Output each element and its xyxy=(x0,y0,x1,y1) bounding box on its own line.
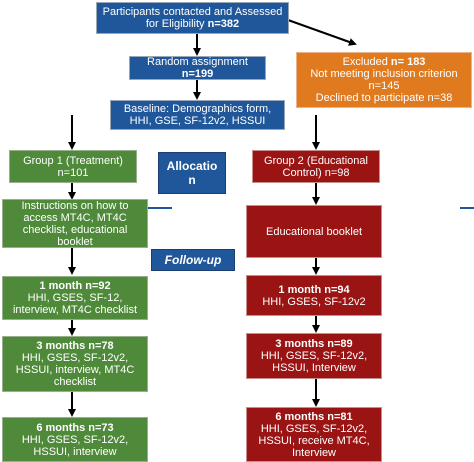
group2-intervention-box: Educational booklet xyxy=(246,205,382,258)
eligibility-line2: for Eligibility n=382 xyxy=(146,18,239,30)
arrow-eligibility-to-excluded xyxy=(287,19,357,46)
excluded-count: n= 183 xyxy=(390,56,426,68)
baseline-box: Baseline: Demographics form, HHI, GSE, S… xyxy=(110,100,285,130)
random-assignment-box: Random assignment n=199 xyxy=(129,56,266,80)
excluded-criterion: Not meeting inclusion criterion xyxy=(310,68,458,80)
baseline-line1: Baseline: Demographics form, xyxy=(123,103,272,115)
excluded-title-line: Excluded n= 183 xyxy=(343,56,426,68)
allocation-line1: Allocatio xyxy=(166,159,218,173)
random-assignment-label: Random assignment xyxy=(147,56,248,68)
allocation-line2: n xyxy=(188,173,196,187)
allocation-label: Allocatio n xyxy=(158,152,226,194)
excluded-criterion-count: n=145 xyxy=(368,80,400,92)
group1-6months-box: 6 months n=73 HHI, GSES, SF-12v2, HSSUI,… xyxy=(2,417,148,462)
group2-1month-title: 1 month n=94 xyxy=(278,283,350,296)
group1-intervention-box: Instructions on how to access MT4C, MT4C… xyxy=(2,199,148,248)
group2-3months-title: 3 months n=89 xyxy=(275,338,353,350)
group2-box: Group 2 (Educational Control) n=98 xyxy=(252,150,380,183)
group2-3months-line: HHI, GSES, SF-12v2, xyxy=(260,350,368,362)
group1-6months-line: HHI, GSES, SF-12v2, xyxy=(21,433,129,446)
eligibility-box: Participants contacted and Assessed for … xyxy=(96,2,289,34)
group1-3months-title: 3 months n=78 xyxy=(36,340,114,352)
group1-intervention-line: access MT4C, MT4C xyxy=(23,211,127,224)
group1-box: Group 1 (Treatment) n=101 xyxy=(9,150,137,183)
eligibility-count: n=382 xyxy=(207,18,240,30)
group2-6months-line: Interview xyxy=(291,446,337,459)
follow-up-text: Follow-up xyxy=(164,253,222,267)
baseline-line2: HHI, GSE, SF-12v2, HSSUI xyxy=(129,115,266,127)
group1-intervention-line: booklet xyxy=(57,235,93,248)
eligibility-line1: Participants contacted and Assessed xyxy=(102,6,283,18)
random-assignment-count: n=199 xyxy=(181,68,214,80)
group2-title: Group 2 (Educational xyxy=(264,154,368,167)
group1-1month-title: 1 month n=92 xyxy=(39,280,111,292)
group1-3months-line: HSSUI, interview, MT4C xyxy=(15,364,135,376)
excluded-box: Excluded n= 183 Not meeting inclusion cr… xyxy=(296,52,472,108)
group1-count: n=101 xyxy=(57,166,89,179)
group1-title: Group 1 (Treatment) xyxy=(23,154,123,167)
group1-1month-box: 1 month n=92 HHI, GSES, SF-12, interview… xyxy=(2,276,148,320)
group2-1month-box: 1 month n=94 HHI, GSES, SF-12v2 xyxy=(246,275,382,316)
follow-up-label: Follow-up xyxy=(151,249,235,271)
group1-intervention-line: checklist, educational xyxy=(22,223,128,236)
group1-3months-line: checklist xyxy=(53,376,97,388)
group2-6months-line: HSSUI, receive MT4C, xyxy=(258,434,370,447)
group2-3months-line: HSSUI, Interview xyxy=(272,362,356,374)
excluded-declined: Declined to participate n=38 xyxy=(315,92,453,104)
group2-intervention: Educational booklet xyxy=(265,225,362,238)
group1-6months-title: 6 months n=73 xyxy=(36,421,114,434)
group1-1month-line: HHI, GSES, SF-12, xyxy=(27,292,123,304)
excluded-title: Excluded xyxy=(342,56,391,68)
group1-6months-line: HSSUI, interview xyxy=(33,445,117,458)
group2-3months-box: 3 months n=89 HHI, GSES, SF-12v2, HSSUI,… xyxy=(246,333,382,379)
group2-6months-line: HHI, GSES, SF-12v2, xyxy=(260,422,368,435)
group1-3months-line: HHI, GSES, SF-12v2, xyxy=(21,352,129,364)
group1-3months-box: 3 months n=78 HHI, GSES, SF-12v2, HSSUI,… xyxy=(2,336,148,392)
group1-1month-line: interview, MT4C checklist xyxy=(12,304,138,316)
group2-6months-box: 6 months n=81 HHI, GSES, SF-12v2, HSSUI,… xyxy=(246,407,382,462)
group2-1month-line: HHI, GSES, SF-12v2 xyxy=(262,295,366,308)
group2-6months-title: 6 months n=81 xyxy=(275,410,353,423)
group1-intervention-line: Instructions on how to xyxy=(21,199,129,212)
eligibility-text2: for Eligibility xyxy=(145,18,208,30)
group2-title2: Control) n=98 xyxy=(282,166,350,179)
